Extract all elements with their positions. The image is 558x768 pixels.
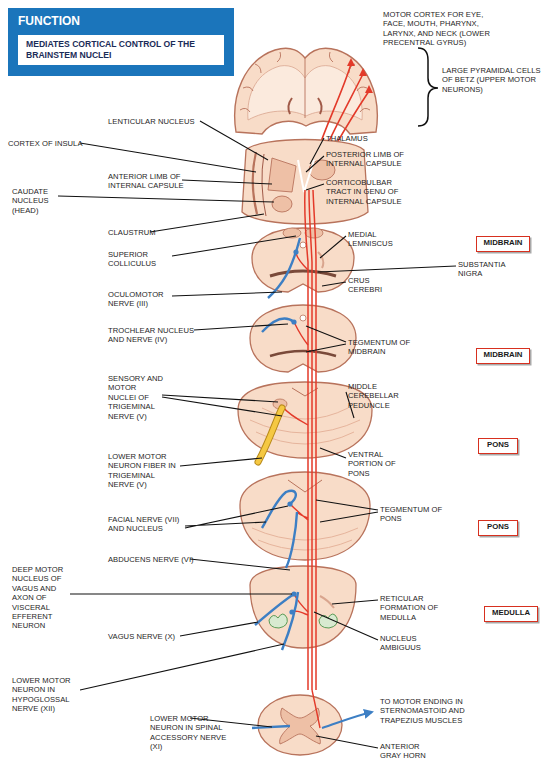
trigeminal-fiber-outline xyxy=(258,408,282,462)
internal-capsule xyxy=(298,160,314,192)
nucleus-ambiguus xyxy=(289,609,294,614)
anatomy-label: POSTERIOR LIMB OF INTERNAL CAPSULE xyxy=(326,150,418,169)
anatomy-label: CAUDATE NUCLEUS (HEAD) xyxy=(12,187,56,215)
caudate-head xyxy=(272,196,292,212)
betz-cells xyxy=(347,58,373,93)
region-tag: MIDBRAIN xyxy=(476,348,530,364)
lateral-ventricles xyxy=(288,98,321,114)
inferior-olive xyxy=(269,614,337,628)
anatomy-label: MIDDLE CEREBELLAR PEDUNCLE xyxy=(348,382,416,410)
bracket xyxy=(418,48,438,126)
anatomy-label: SUBSTANTIA NIGRA xyxy=(458,260,530,279)
anatomy-label: THALAMUS xyxy=(326,134,406,143)
medial-lemniscus xyxy=(318,252,323,268)
substantia-nigra xyxy=(270,351,336,356)
trochlear-nucleus xyxy=(291,319,296,324)
trigeminal-fiber xyxy=(258,408,282,462)
box-body: MEDIATES CORTICAL CONTROL OF THE BRAINST… xyxy=(18,35,224,65)
pons-lower-section xyxy=(240,472,370,560)
oculomotor-nucleus xyxy=(293,249,298,254)
anatomy-label: VENTRAL PORTION OF PONS xyxy=(348,450,404,478)
anatomy-label: MEDIAL LEMNISCUS xyxy=(348,230,410,249)
anatomy-label: CORTEX OF INSULA xyxy=(8,139,98,148)
anatomy-label: RETICULAR FORMATION OF MEDULLA xyxy=(380,594,462,622)
midbrain-upper-section xyxy=(252,228,354,292)
anatomy-label: LOWER MOTOR NEURON IN HYPOGLOSSAL NERVE … xyxy=(12,676,78,714)
anatomy-label: MOTOR CORTEX FOR EYE, FACE, MOUTH, PHARY… xyxy=(383,10,497,48)
accessory-motor-fiber xyxy=(322,712,372,728)
anatomy-label: CRUS CEREBRI xyxy=(348,276,400,295)
anatomy-label: TEGMENTUM OF MIDBRAIN xyxy=(348,338,424,357)
cerebral-hemispheres xyxy=(235,48,378,134)
region-name: MEDULLA xyxy=(485,607,537,619)
anatomy-label: ABDUCENS NERVE (VI) xyxy=(108,555,208,564)
region-tag: PONS xyxy=(478,438,518,454)
reticular-formation xyxy=(320,596,334,608)
anatomy-label: SUPERIOR COLLICULUS xyxy=(108,250,174,269)
anatomy-label: LOWER MOTOR NEURON IN SPINAL ACCESSORY N… xyxy=(150,714,228,752)
anatomy-label: TROCHLEAR NUCLEUS AND NERVE (IV) xyxy=(108,326,198,345)
region-tag: MEDULLA xyxy=(484,606,538,622)
anatomy-label: TEGMENTUM OF PONS xyxy=(380,505,456,524)
claustrum xyxy=(262,154,266,216)
anatomy-label: ANTERIOR LIMB OF INTERNAL CAPSULE xyxy=(108,172,200,191)
anatomy-label: CLAUSTRUM xyxy=(108,228,188,237)
anatomy-label: LOWER MOTOR NEURON FIBER IN TRIGEMINAL N… xyxy=(108,452,178,490)
lenticular-nucleus xyxy=(268,158,296,192)
superior-colliculus xyxy=(305,228,323,238)
anatomy-label: LARGE PYRAMIDAL CELLS OF BETZ (UPPER MOT… xyxy=(442,66,542,94)
tract-branches xyxy=(282,252,320,728)
anatomy-label: FACIAL NERVE (VII) AND NUCLEUS xyxy=(108,515,190,534)
anatomy-label: NUCLEUS AMBIGUUS xyxy=(380,634,436,653)
fourth-ventricle xyxy=(292,388,318,396)
region-name: MIDBRAIN xyxy=(477,349,529,361)
region-name: PONS xyxy=(479,521,517,533)
aqueduct xyxy=(300,242,306,248)
anatomy-label: OCULOMOTOR NERVE (III) xyxy=(108,290,174,309)
region-name: MIDBRAIN xyxy=(477,237,529,249)
anatomy-label: CORTICOBULBAR TRACT IN GENU OF INTERNAL … xyxy=(326,178,414,206)
aqueduct xyxy=(300,315,306,321)
facial-nucleus xyxy=(287,501,292,506)
box-heading: FUNCTION xyxy=(18,14,224,29)
region-tag: PONS xyxy=(478,520,518,536)
region-tag: MIDBRAIN xyxy=(476,236,530,252)
leader-lines xyxy=(58,121,456,748)
cranial-nerves xyxy=(252,238,300,728)
region-name: PONS xyxy=(479,439,517,451)
anatomy-label: SENSORY AND MOTOR NUCLEI OF TRIGEMINAL N… xyxy=(108,374,164,421)
anatomy-label: VAGUS NERVE (X) xyxy=(108,632,198,641)
transverse-pontine-fibers xyxy=(252,528,358,550)
anatomy-label: DEEP MOTOR NUCLEUS OF VAGUS AND AXON OF … xyxy=(12,565,72,631)
function-box: FUNCTION MEDIATES CORTICAL CONTROL OF THE… xyxy=(8,8,234,76)
anatomy-label: ANTERIOR GRAY HORN xyxy=(380,742,436,761)
anatomy-label: TO MOTOR ENDING IN STERNOMASTOID AND TRA… xyxy=(380,697,480,725)
vagal-nucleus xyxy=(291,591,296,596)
anatomy-label: LENTICULAR NUCLEUS xyxy=(108,117,208,126)
